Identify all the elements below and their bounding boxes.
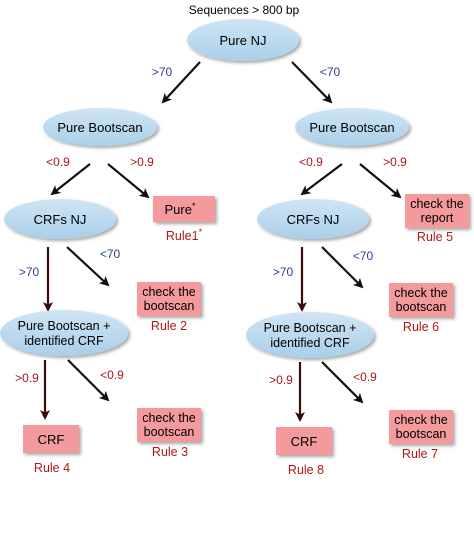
box-check-report: check the report [405, 194, 469, 228]
node-pure-bootscan-right: Pure Bootscan [295, 108, 409, 146]
arrow-br-right [359, 163, 402, 199]
arrow-cl-right [66, 246, 110, 287]
svg-text:bootscan: bootscan [396, 300, 447, 314]
arrow-dr-right [321, 361, 364, 404]
svg-text:check the: check the [394, 286, 448, 300]
arrow-bl-left [50, 163, 91, 196]
svg-text:check the: check the [410, 197, 464, 211]
box-check-bootscan-rule3: check the bootscan [137, 408, 201, 442]
threshold-top-right: <70 [320, 65, 341, 79]
svg-text:CRF: CRF [291, 434, 318, 449]
threshold-dl-left: >0.9 [15, 371, 39, 385]
svg-text:report: report [421, 211, 454, 225]
rule-7-label: Rule 7 [402, 447, 438, 461]
svg-text:bootscan: bootscan [396, 427, 447, 441]
node-pure-bootscan-crf-left: Pure Bootscan + identified CRF [0, 310, 128, 356]
svg-text:check the: check the [142, 285, 196, 299]
threshold-dr-right: <0.9 [353, 370, 377, 384]
threshold-br-left: <0.9 [299, 155, 323, 169]
arrow-nj-left [161, 61, 201, 104]
rule-5-label: Rule 5 [417, 230, 453, 244]
svg-text:check the: check the [142, 411, 196, 425]
node-pure-bootscan-left: Pure Bootscan [43, 108, 157, 146]
svg-text:Pure Bootscan: Pure Bootscan [57, 120, 142, 135]
threshold-bl-left: <0.9 [46, 155, 70, 169]
rule-2-label: Rule 2 [151, 319, 187, 333]
arrow-nj-right [291, 61, 333, 104]
threshold-bl-right: >0.9 [130, 155, 154, 169]
threshold-cl-right: <70 [100, 247, 121, 261]
box-check-bootscan-rule7: check the bootscan [389, 410, 453, 444]
threshold-cl-left: >70 [19, 265, 40, 279]
svg-text:Pure Bootscan +: Pure Bootscan + [18, 319, 111, 333]
rule-3-label: Rule 3 [152, 445, 188, 459]
box-check-bootscan-rule2: check the bootscan [137, 282, 201, 316]
rule-1-label: Rule1* [166, 227, 203, 243]
box-crf-rule4: CRF [23, 425, 79, 453]
arrow-bl-right [107, 163, 150, 199]
svg-text:identified CRF: identified CRF [24, 334, 104, 348]
rule-6-label: Rule 6 [403, 320, 439, 334]
svg-text:Pure Bootscan: Pure Bootscan [309, 120, 394, 135]
rule-8-label: Rule 8 [288, 463, 324, 477]
arrow-br-left [300, 163, 343, 196]
node-pure-bootscan-crf-right: Pure Bootscan + identified CRF [246, 312, 374, 358]
threshold-cr-right: <70 [353, 249, 374, 263]
svg-text:check the: check the [394, 413, 448, 427]
threshold-dl-right: <0.9 [100, 368, 124, 382]
threshold-br-right: >0.9 [383, 155, 407, 169]
diagram-title: Sequences > 800 bp [189, 3, 300, 17]
svg-text:Pure*: Pure* [165, 201, 196, 217]
box-check-bootscan-rule6: check the bootscan [389, 283, 453, 317]
svg-text:Pure Bootscan +: Pure Bootscan + [264, 321, 357, 335]
box-pure-star: Pure* [153, 196, 215, 222]
threshold-cr-left: >70 [273, 265, 294, 279]
svg-text:bootscan: bootscan [144, 299, 195, 313]
arrow-cr-right [321, 246, 364, 289]
svg-text:bootscan: bootscan [144, 425, 195, 439]
node-crfs-nj-right: CRFs NJ [257, 199, 369, 239]
svg-text:identified CRF: identified CRF [270, 336, 350, 350]
arrow-dl-right [67, 359, 110, 402]
node-crfs-nj-left: CRFs NJ [4, 199, 116, 239]
node-pure-nj: Pure NJ [187, 19, 299, 61]
svg-text:CRFs NJ: CRFs NJ [34, 212, 87, 227]
threshold-top-left: >70 [152, 65, 173, 79]
box-crf-rule8: CRF [276, 427, 332, 455]
svg-text:CRF: CRF [38, 432, 65, 447]
rule-4-label: Rule 4 [34, 461, 70, 475]
svg-text:Pure NJ: Pure NJ [220, 33, 267, 48]
svg-text:CRFs NJ: CRFs NJ [287, 212, 340, 227]
threshold-dr-left: >0.9 [269, 373, 293, 387]
